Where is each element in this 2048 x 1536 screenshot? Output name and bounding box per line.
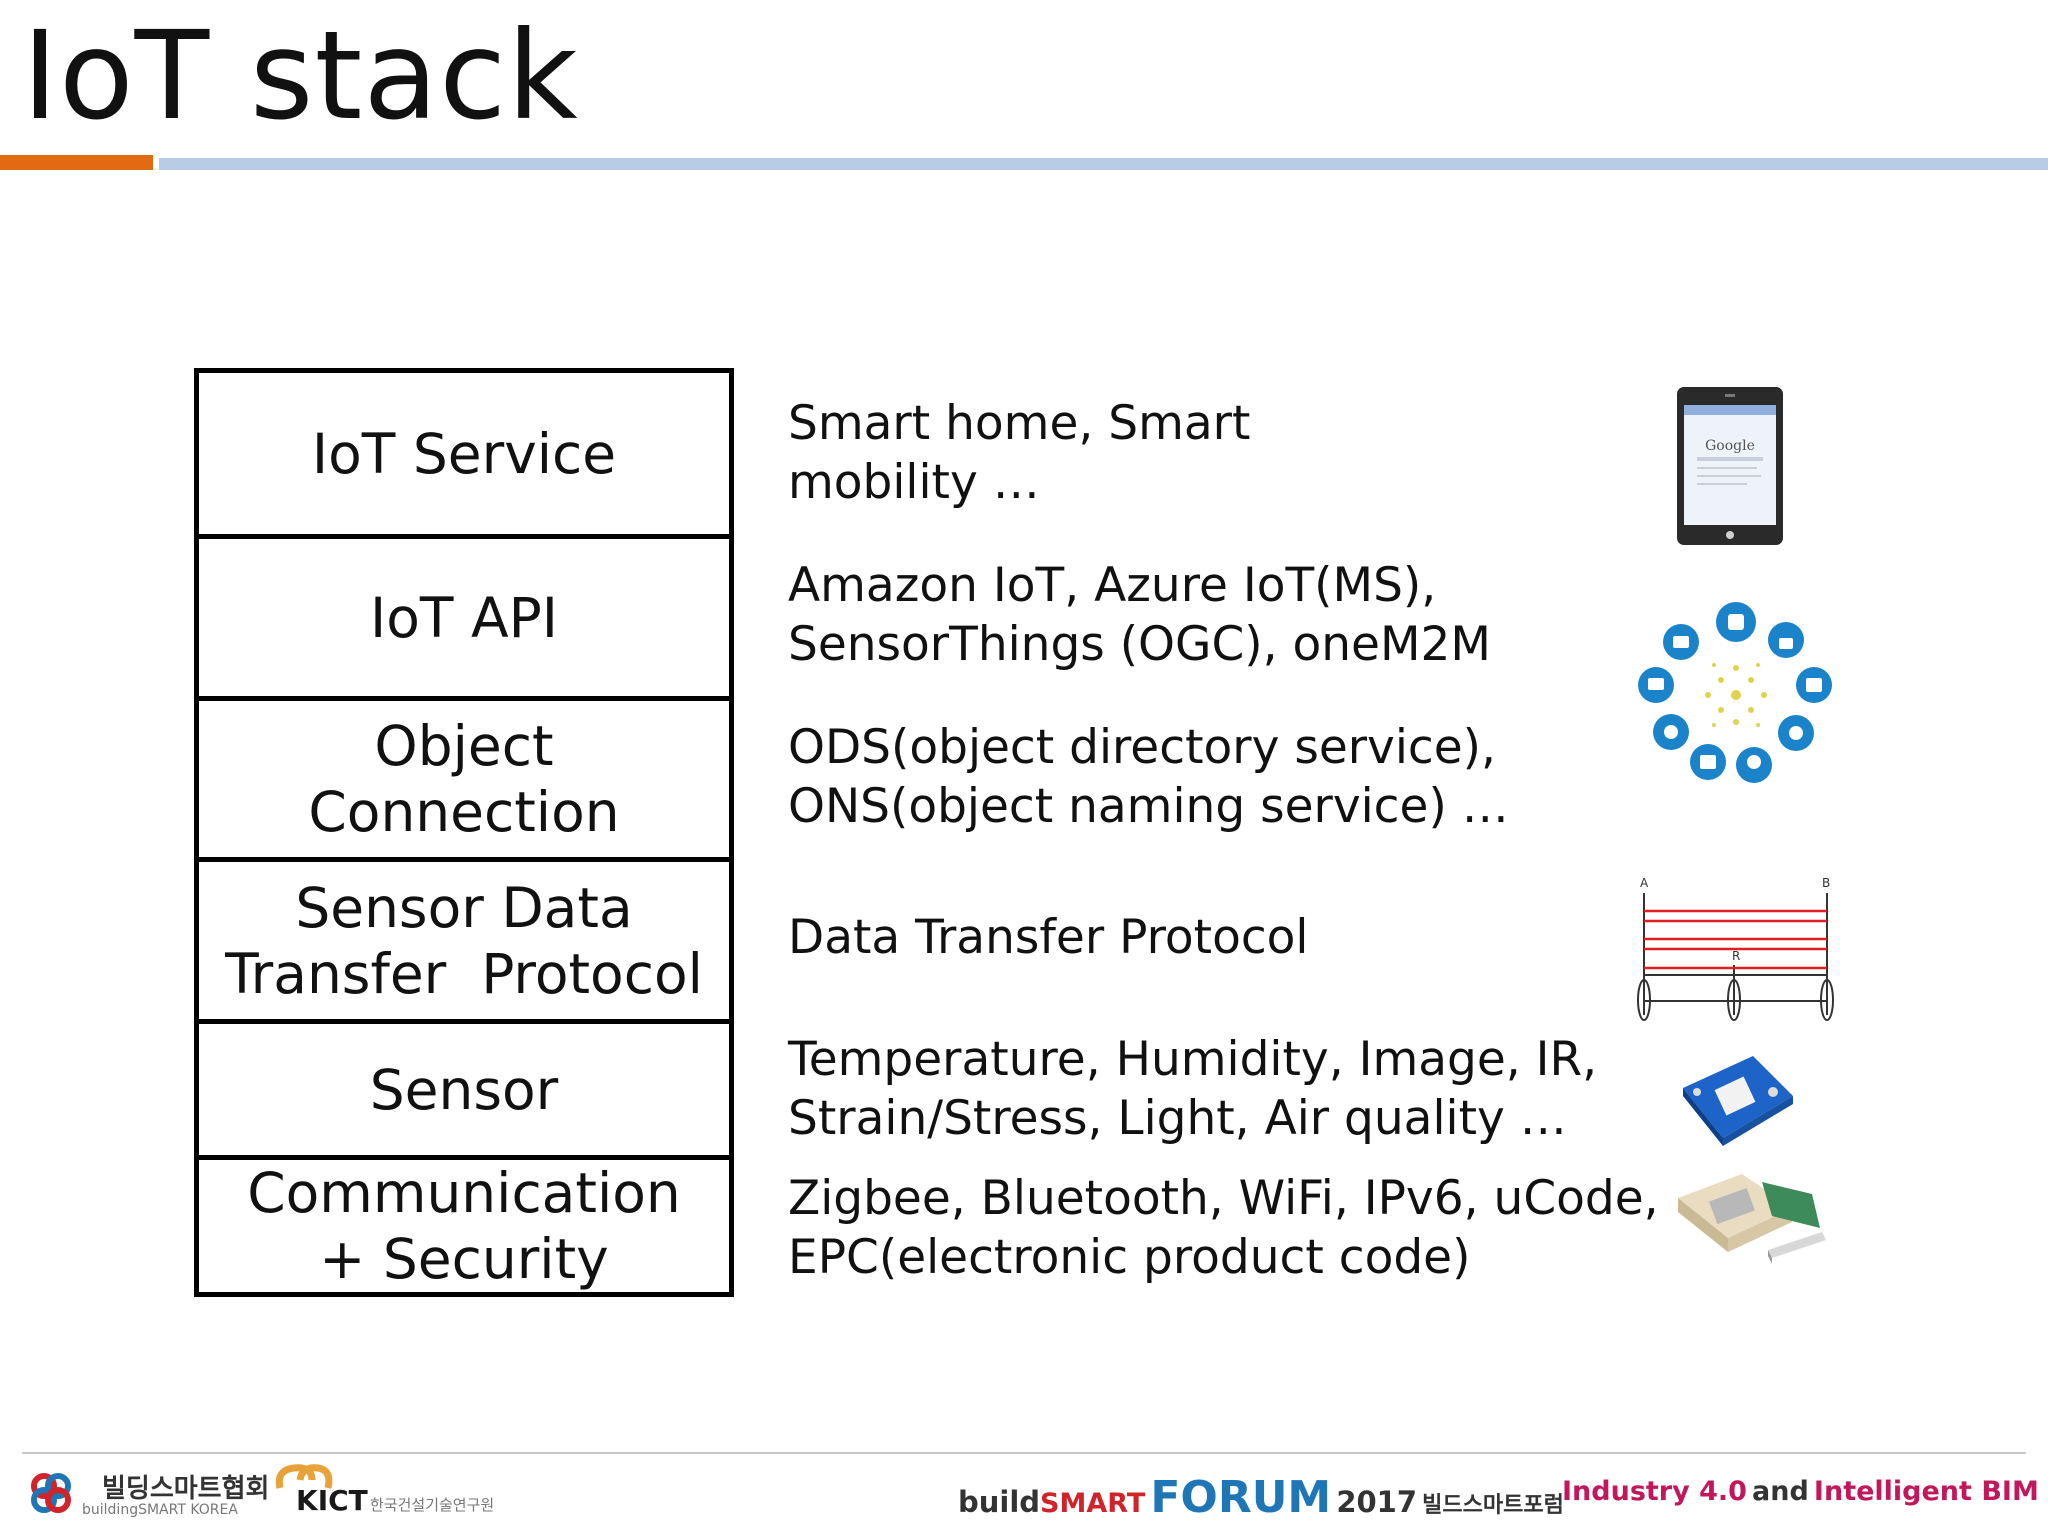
forum-year: 2017 <box>1336 1485 1418 1519</box>
desc-line: EPC(electronic product code) <box>788 1230 1471 1285</box>
org2-korean-name: 한국건설기술연구원 <box>370 1496 495 1514</box>
iot-network-icon <box>1638 602 1832 783</box>
buildingsmart-logo-icon <box>31 1473 71 1513</box>
desc-line: SensorThings (OGC), oneM2M <box>788 617 1491 672</box>
protocol-label-a: A <box>1640 876 1649 890</box>
slide-title: IoT stack <box>22 5 579 147</box>
layer-label: Sensor <box>369 1057 559 1122</box>
protocol-label-r: R <box>1732 949 1740 963</box>
layer-label: Sensor Data <box>295 875 633 940</box>
desc-iot-api: Amazon IoT, Azure IoT(MS), SensorThings … <box>788 556 1491 674</box>
desc-line: Strain/Stress, Light, Air quality … <box>788 1091 1567 1146</box>
layer-sensor-data-transfer: Sensor Data Transfer Protocol <box>199 857 729 1019</box>
desc-iot-service: Smart home, Smart mobility … <box>788 394 1250 512</box>
desc-line: Data Transfer Protocol <box>788 910 1309 965</box>
layer-label: Transfer Protocol <box>225 941 703 1006</box>
layer-iot-service: IoT Service <box>199 373 729 534</box>
layer-label: IoT API <box>370 585 558 650</box>
tagline-industry: Industry 4.0 <box>1562 1476 1747 1507</box>
tagline-intelligent-bim: Intelligent BIM <box>1813 1476 2039 1507</box>
desc-sensor: Temperature, Humidity, Image, IR, Strain… <box>788 1030 1597 1148</box>
layer-label: Connection <box>308 780 620 844</box>
tablet-screen-text: Google <box>1705 438 1755 454</box>
layer-label: IoT Service <box>311 421 617 486</box>
forum-smart: SMART <box>1040 1488 1146 1519</box>
protocol-label-b: B <box>1822 876 1830 890</box>
desc-object-connection: ODS(object directory service), ONS(objec… <box>788 718 1509 836</box>
org1-english-name: buildingSMART KOREA <box>82 1502 238 1518</box>
layer-sensor: Sensor <box>199 1019 729 1155</box>
protocol-diagram-icon: A B R <box>1637 876 1834 1021</box>
title-rule <box>159 158 2048 170</box>
desc-line: ODS(object directory service), <box>788 720 1496 775</box>
forum-korean: 빌드스마트포럼 <box>1422 1493 1564 1518</box>
layer-object-connection: Object Connection <box>199 696 729 857</box>
layer-label: + Security <box>319 1227 609 1291</box>
layer-iot-api: IoT API <box>199 534 729 696</box>
desc-line: Amazon IoT, Azure IoT(MS), <box>788 558 1437 613</box>
title-accent-rule <box>0 155 153 170</box>
layer-label: Communication <box>247 1161 681 1225</box>
desc-line: Temperature, Humidity, Image, IR, <box>788 1032 1598 1087</box>
desc-line: ONS(object naming service) … <box>788 779 1509 834</box>
forum-word: FORUM <box>1150 1472 1332 1523</box>
desc-line: Zigbee, Bluetooth, WiFi, IPv6, uCode, <box>788 1171 1659 1226</box>
forum-prefix: build <box>958 1485 1041 1519</box>
iot-stack-diagram: IoT Service IoT API Object Connection Se… <box>194 368 734 1297</box>
kict-logo-icon <box>275 1464 333 1489</box>
desc-data-transfer: Data Transfer Protocol <box>788 908 1309 967</box>
communication-module-icon <box>1678 1174 1826 1264</box>
desc-line: mobility … <box>788 455 1040 510</box>
footer-tagline: Industry 4.0 and Intelligent BIM <box>1562 1462 2039 1522</box>
sensor-board-icon <box>1683 1056 1793 1146</box>
org1-korean-name: 빌딩스마트협회 <box>102 1474 270 1504</box>
footer-forum-banner: buildSMART FORUM 2017 빌드스마트포럼 <box>958 1462 1564 1523</box>
layer-label: Object <box>374 714 554 778</box>
desc-line: Smart home, Smart <box>788 396 1251 451</box>
footer-rule <box>22 1452 2026 1454</box>
org2-name: KICT <box>296 1484 368 1517</box>
tablet-icon: Google <box>1677 387 1783 545</box>
desc-communication: Zigbee, Bluetooth, WiFi, IPv6, uCode, EP… <box>788 1169 1659 1287</box>
layer-communication-security: Communication + Security <box>199 1155 729 1292</box>
tagline-and: and <box>1752 1476 1809 1507</box>
